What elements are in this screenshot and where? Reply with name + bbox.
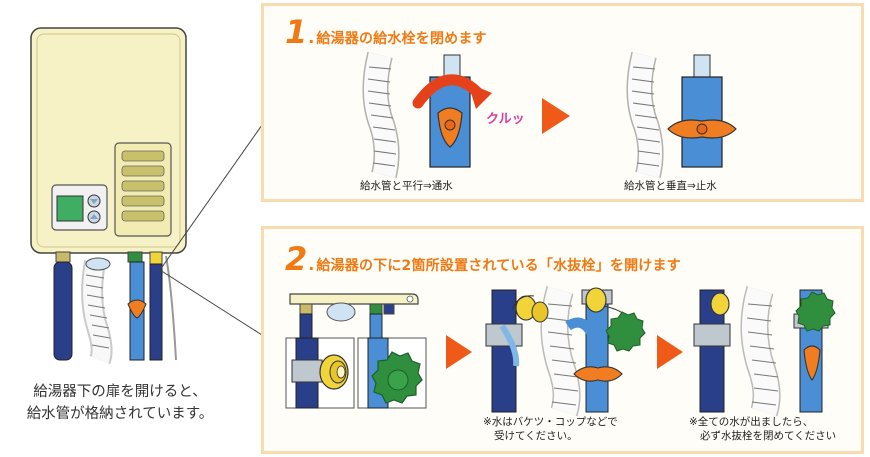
step1-sound-text: クルッ xyxy=(486,112,525,127)
step1-caption-open: 給水管と平行⇒通水 xyxy=(360,180,453,192)
step2-dot: . xyxy=(308,255,315,274)
green-knob-closed-icon xyxy=(795,291,836,332)
step2-drain-plug-location-illustration xyxy=(285,293,427,409)
supply-valve-icon xyxy=(127,299,147,319)
step1-number: 1 xyxy=(285,13,308,51)
step1-open-valve-illustration xyxy=(362,51,492,179)
step1-closed-valve-illustration xyxy=(626,51,737,179)
step2-plugs-closed-illustration xyxy=(693,285,836,417)
left-caption-line2: 給水管が格納されています。 xyxy=(26,406,214,422)
step1-heading: 1 . 給湯器の給水栓を閉めます xyxy=(285,16,487,48)
step2-note2-line2: 必ず水抜栓を閉めてください xyxy=(700,430,837,442)
step2-note1-line2: 受けてください。 xyxy=(494,430,578,442)
step2-arrow-right-icon-1 xyxy=(446,335,472,369)
step2-title: 給湯器の下に2箇所設置されている「水抜栓」を開けます xyxy=(316,258,681,274)
step1-title: 給湯器の給水栓を閉めます xyxy=(316,31,487,47)
display-screen xyxy=(56,195,84,222)
step1-caption-closed: 給水管と垂直⇒止水 xyxy=(624,180,717,192)
step2-note2-line1: ※全ての水が出ましたら、 xyxy=(689,416,814,428)
vent-slots xyxy=(121,150,165,222)
step2-note1-line1: ※水はバケツ・コップなどで xyxy=(483,416,618,428)
water-heater-illustration xyxy=(30,27,263,365)
step1-panel xyxy=(261,3,864,202)
step2-plugs-opened-illustration xyxy=(485,285,646,417)
step1-dot: . xyxy=(308,28,315,47)
green-knob-open-icon xyxy=(605,311,646,352)
step1-arrow-right-icon xyxy=(542,98,570,134)
heater-inner-edge xyxy=(36,33,181,248)
pipe-navy-left xyxy=(53,261,73,361)
step2-arrow-right-icon-2 xyxy=(657,335,683,369)
step2-heading: 2 . 給湯器の下に2箇所設置されている「水抜栓」を開けます xyxy=(285,243,681,275)
left-caption-line1: 給湯器下の扉を開けると、 xyxy=(33,384,207,400)
step2-number: 2 xyxy=(285,240,308,278)
